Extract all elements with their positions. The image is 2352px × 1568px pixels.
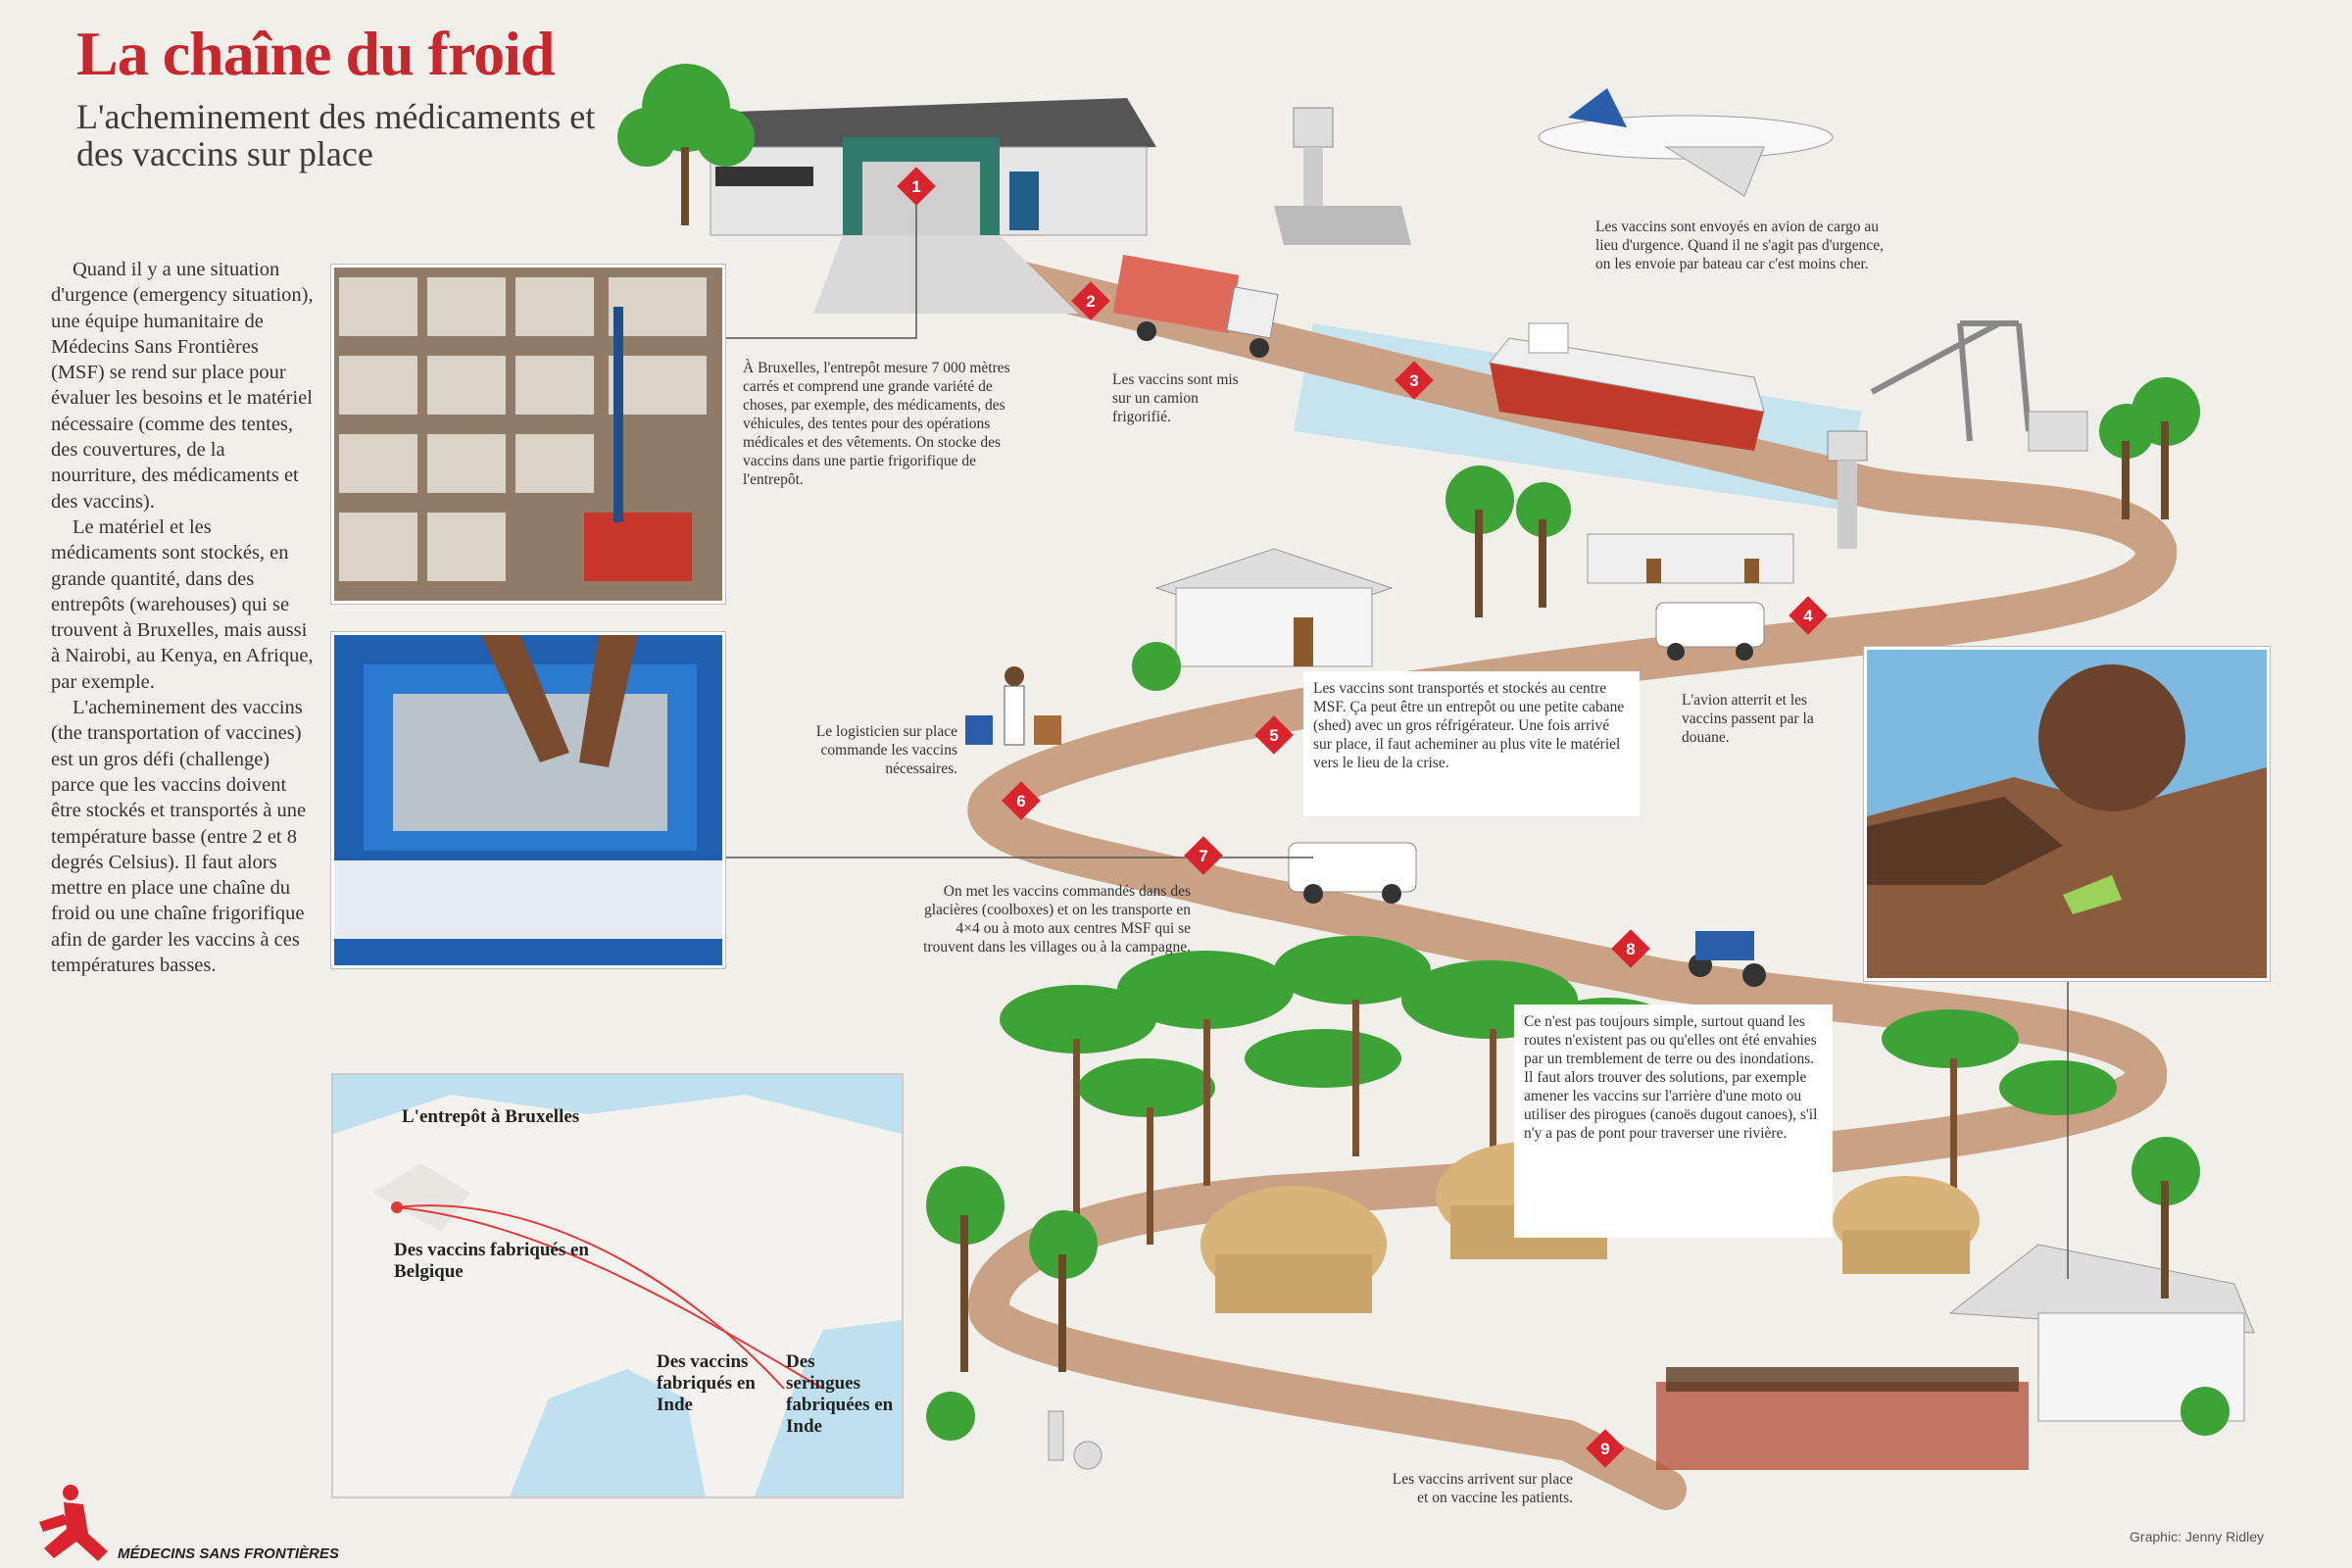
intro-paragraph: Quand il y a une situation d'urgence (em… [51, 259, 314, 513]
msf-house [1154, 548, 1394, 667]
step-number: 4 [1803, 607, 1813, 625]
control-tower-icon [1827, 430, 1868, 549]
world-map: L'entrepôt à Bruxelles Des vaccins fabri… [331, 1073, 904, 1498]
caption-logistician: Le logisticien sur place commande les va… [815, 723, 957, 777]
airplane-icon [1538, 88, 1834, 197]
intro-paragraph: L'acheminement des vaccins (the transpor… [51, 697, 307, 977]
step-number: 1 [911, 177, 920, 196]
palm-tree-icon [2099, 377, 2200, 519]
map-label-india-syringes: Des seringues fabriquées en Inde [786, 1351, 894, 1437]
step-marker-6: 6 [1002, 781, 1041, 820]
intro-paragraph: Le matériel et les médicaments sont stoc… [51, 515, 314, 693]
motorcycle-icon [1689, 931, 1766, 987]
caption-roads: Ce n'est pas toujours simple, surtout qu… [1514, 1004, 1833, 1238]
airport-building [1587, 533, 1794, 584]
msf-logo-icon [39, 1485, 108, 1561]
tree-icon [617, 64, 755, 225]
intro-text: Quand il y a une situation d'urgence (em… [51, 257, 314, 978]
map-label-warehouse: L'entrepôt à Bruxelles [402, 1106, 580, 1127]
step-marker-7: 7 [1184, 836, 1223, 875]
caption-msf-center: Les vaccins sont transportés et stockés … [1303, 671, 1640, 816]
step-marker-8: 8 [1611, 929, 1650, 968]
hut-icon [1200, 1186, 1387, 1313]
page-subtitle: L'acheminement des médicaments et des va… [76, 97, 596, 173]
step-number: 2 [1086, 292, 1095, 311]
map-label-india-vaccines: Des vaccins fabriqués en Inde [657, 1351, 756, 1415]
car-icon [1655, 602, 1765, 661]
step-number: 5 [1269, 726, 1278, 745]
step-number: 3 [1409, 371, 1418, 390]
crane-icon [1870, 320, 2032, 442]
map-land [333, 1095, 902, 1496]
bush [2180, 1387, 2230, 1436]
car-icon [1288, 842, 1417, 904]
control-tower-icon [1274, 107, 1411, 245]
hut-icon [1833, 1176, 1980, 1274]
step-number: 6 [1016, 792, 1025, 810]
map-label-belgium: Des vaccins fabriqués en Belgique [394, 1240, 589, 1282]
bush [926, 1392, 975, 1441]
step-marker-4: 4 [1788, 596, 1828, 635]
caption-patients: Les vaccins arrivent sur place et on vac… [1392, 1471, 1573, 1506]
truck-icon [1112, 255, 1279, 358]
step-marker-5: 5 [1254, 715, 1294, 755]
palm-tree-icon [926, 1137, 2200, 1372]
caption-truck: Les vaccins sont mis sur un camion frigo… [1112, 371, 1239, 425]
step-marker-9: 9 [1586, 1429, 1625, 1468]
bush [1132, 642, 1181, 691]
vaccination-photo [1864, 647, 2270, 981]
graphic-credit: Graphic: Jenny Ridley [2130, 1529, 2264, 1544]
caption-plane: Les vaccins sont envoyés en avion de car… [1595, 219, 1885, 272]
coolbox-photo [331, 632, 725, 968]
road [832, 175, 2178, 1510]
msf-logo-text: MÉDECINS SANS FRONTIÈRES [118, 1545, 339, 1562]
caption-warehouse: À Bruxelles, l'entrepôt mesure 7 000 mèt… [743, 360, 1010, 488]
step-number: 9 [1600, 1440, 1609, 1458]
page-title: La chaîne du froid [76, 19, 556, 88]
step-marker-1: 1 [897, 167, 936, 206]
tree-trunks [1073, 1000, 1957, 1245]
brussels-marker [391, 1201, 403, 1213]
water-pump-icon [1048, 1410, 1102, 1470]
palm-tree-icon [1446, 466, 1571, 617]
caption-airport: L'avion atterrit et les vaccins passent … [1682, 692, 1814, 746]
step-number: 7 [1199, 847, 1207, 865]
caption-coolers: On met les vaccins commandés dans des gl… [923, 883, 1191, 956]
ship-icon [1489, 322, 1765, 451]
container [2028, 411, 2088, 452]
step-number: 8 [1626, 940, 1635, 958]
forklift-icon [584, 513, 692, 581]
warehouse-photo [331, 265, 725, 604]
crowd [1656, 1367, 2029, 1470]
logistician-icon [965, 666, 1061, 746]
